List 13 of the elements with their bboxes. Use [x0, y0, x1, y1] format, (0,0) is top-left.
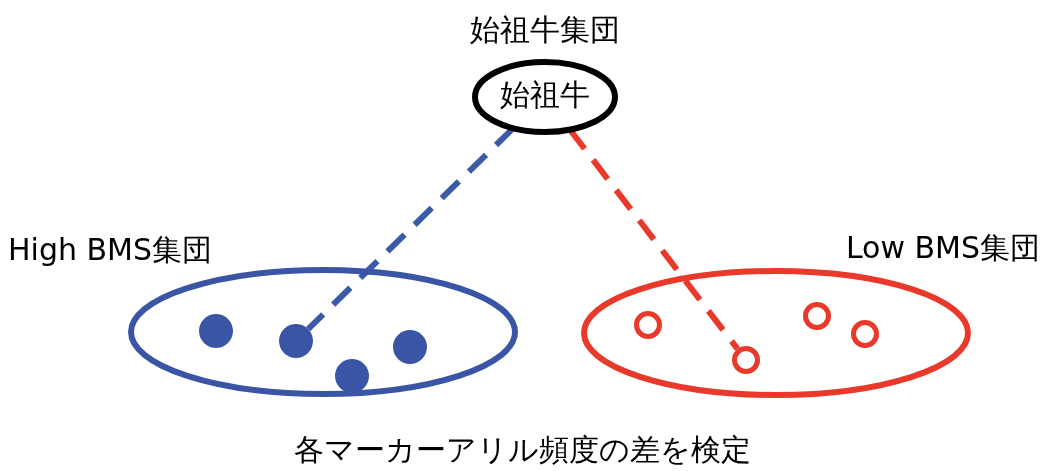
dot — [199, 314, 233, 348]
caption-text: 各マーカーアリル頻度の差を検定 — [292, 432, 752, 468]
dot — [279, 324, 313, 358]
group-heading: Low BMS集団 — [845, 230, 1040, 266]
ring — [634, 311, 662, 339]
ring — [803, 302, 831, 330]
group-heading: High BMS集団 — [8, 232, 212, 268]
dot — [335, 359, 369, 393]
dot — [393, 330, 427, 364]
ellipse-label: 始祖牛 — [499, 77, 591, 113]
ring — [851, 320, 879, 348]
ring — [732, 346, 760, 374]
group-heading: 始祖牛集団 — [469, 12, 621, 48]
